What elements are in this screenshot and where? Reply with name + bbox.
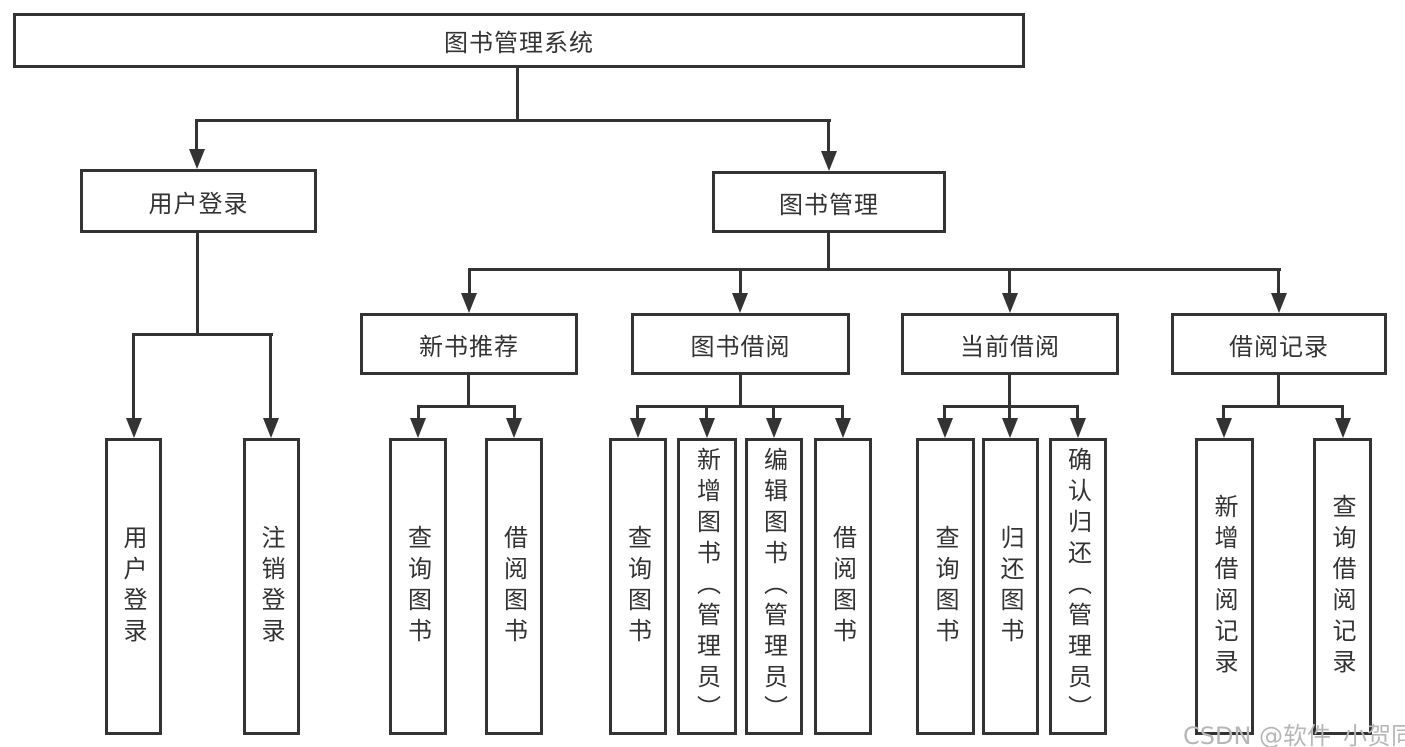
connector-line: [468, 268, 471, 296]
arrow-down-icon: [732, 293, 748, 313]
arrow-down-icon: [937, 418, 953, 438]
node-user-login: 用户登录: [80, 169, 317, 233]
node-new-book-recommendation: 新书推荐: [360, 313, 578, 375]
leaf-current-query-books: 查询图书: [916, 438, 975, 735]
connector-line: [417, 405, 420, 420]
leaf-borrow-add-books-admin: 新增图书（管理员）: [677, 438, 737, 735]
connector-line: [739, 268, 742, 296]
connector-line: [196, 233, 199, 335]
arrow-down-icon: [821, 151, 837, 171]
connector-line: [1008, 405, 1011, 420]
node-book-management: 图书管理: [712, 171, 946, 233]
connector-line: [516, 68, 519, 121]
node-book-borrowing: 图书借阅: [631, 313, 850, 375]
connector-line: [132, 333, 273, 336]
leaf-borrow-query-books: 查询图书: [609, 438, 667, 735]
arrow-down-icon: [1002, 293, 1018, 313]
connector-line: [196, 119, 831, 122]
node-library-system: 图书管理系统: [13, 13, 1025, 68]
connector-line: [944, 405, 1079, 408]
connector-line: [468, 268, 1281, 271]
leaf-newbook-query-books: 查询图书: [389, 438, 447, 735]
arrow-down-icon: [1216, 418, 1232, 438]
node-current-borrowing: 当前借阅: [901, 313, 1119, 375]
arrow-down-icon: [1070, 418, 1086, 438]
connector-line: [1223, 405, 1344, 408]
connector-line: [827, 233, 830, 271]
arrow-down-icon: [630, 418, 646, 438]
arrow-down-icon: [835, 418, 851, 438]
csdn-watermark: CSDN @软件_小贺同学: [1183, 722, 1405, 747]
leaf-borrow-borrow-books: 借阅图书: [814, 438, 872, 735]
connector-line: [827, 119, 830, 153]
connector-line: [1341, 405, 1344, 420]
arrow-down-icon: [263, 418, 279, 438]
arrow-down-icon: [766, 418, 782, 438]
connector-line: [1277, 375, 1280, 408]
arrow-down-icon: [1335, 418, 1351, 438]
arrow-down-icon: [506, 418, 522, 438]
connector-line: [269, 333, 272, 419]
leaf-newbook-borrow-books: 借阅图书: [485, 438, 543, 735]
connector-line: [636, 405, 639, 420]
arrow-down-icon: [461, 293, 477, 313]
arrow-down-icon: [189, 149, 205, 169]
connector-line: [513, 405, 516, 420]
leaf-record-add-borrow-record: 新增借阅记录: [1195, 438, 1254, 735]
connector-line: [772, 405, 775, 420]
leaf-current-return-books: 归还图书: [982, 438, 1039, 735]
connector-line: [637, 405, 843, 408]
connector-line: [467, 375, 470, 408]
connector-line: [1076, 405, 1079, 420]
leaf-borrow-edit-books-admin: 编辑图书（管理员）: [745, 438, 803, 735]
connector-line: [1222, 405, 1225, 420]
leaf-record-query-borrow-record: 查询借阅记录: [1313, 438, 1372, 735]
leaf-user-login: 用户登录: [105, 438, 162, 735]
leaf-current-confirm-return-admin: 确认归还（管理员）: [1049, 438, 1107, 735]
arrow-down-icon: [410, 418, 426, 438]
connector-line: [195, 119, 198, 151]
arrow-down-icon: [126, 418, 142, 438]
arrow-down-icon: [1002, 418, 1018, 438]
connector-line: [132, 333, 135, 419]
connector-line: [739, 375, 742, 408]
node-borrowing-records: 借阅记录: [1171, 313, 1387, 375]
leaf-logout: 注销登录: [243, 438, 300, 735]
connector-line: [841, 405, 844, 420]
connector-line: [1277, 268, 1280, 296]
connector-line: [705, 405, 708, 420]
connector-line: [943, 405, 946, 420]
connector-line: [1008, 375, 1011, 408]
connector-line: [417, 405, 516, 408]
connector-line: [1008, 268, 1011, 296]
arrow-down-icon: [699, 418, 715, 438]
arrow-down-icon: [1271, 293, 1287, 313]
